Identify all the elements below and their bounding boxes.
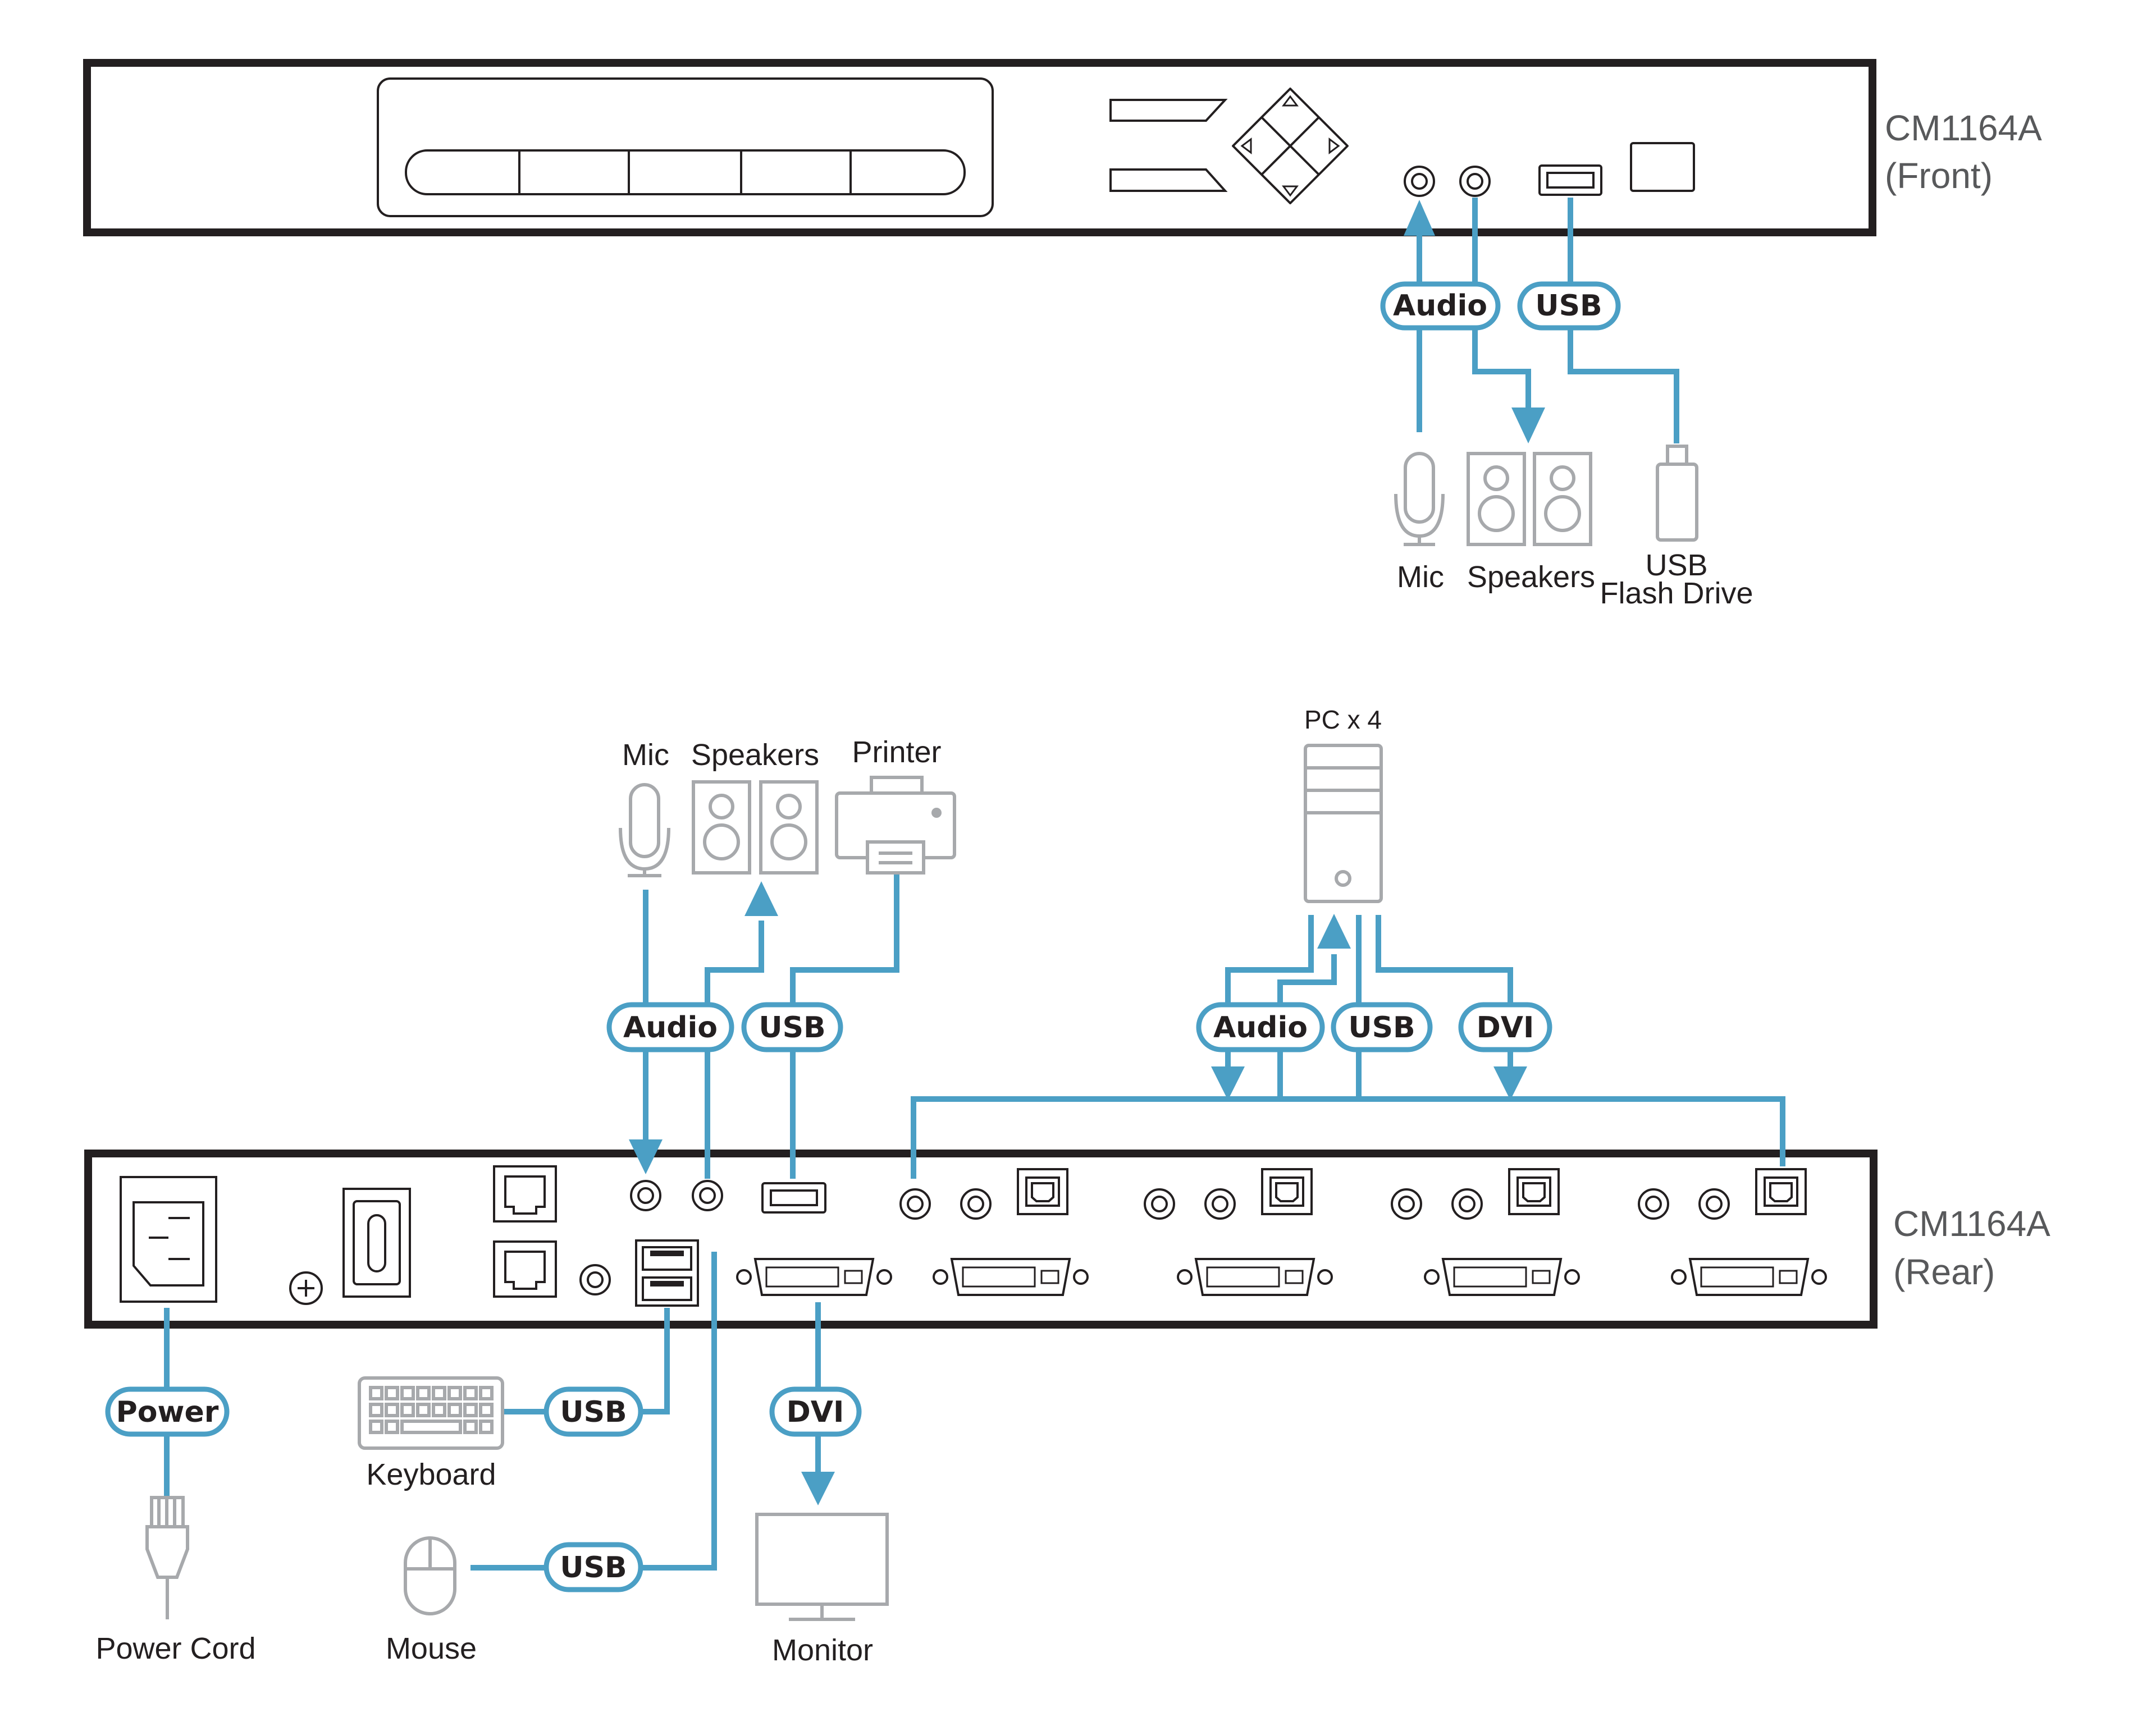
rear-unit-model: CM1164A [1893, 1203, 2050, 1244]
front-flash-drive-label-2: Flash Drive [1600, 576, 1753, 610]
keyboard-label: Keyboard [366, 1458, 496, 1491]
monitor-label: Monitor [772, 1633, 873, 1667]
rear-unit-view: (Rear) [1893, 1252, 1995, 1292]
printer-label: Printer [852, 735, 941, 769]
pc-audio-cable-label: Audio [1196, 1002, 1325, 1052]
pc-label: PC x 4 [1304, 705, 1382, 734]
rear-audio-cable-label: Audio [606, 1002, 734, 1052]
svg-text:USB: USB [560, 1395, 627, 1429]
front-unit-model: CM1164A [1885, 108, 2042, 148]
svg-text:Power: Power [116, 1395, 219, 1429]
svg-text:DVI: DVI [787, 1395, 844, 1429]
pc-usb-cable-label: USB [1331, 1002, 1433, 1052]
keyboard-usb-cable-label: USB [543, 1386, 643, 1437]
keyboard-icon [358, 1376, 504, 1450]
rear-mic-label: Mic [622, 738, 669, 772]
svg-text:DVI: DVI [1477, 1011, 1534, 1045]
rear-speakers-label: Speakers [691, 738, 819, 772]
printer-icon [835, 776, 956, 875]
rear-usb-cable-label: USB [741, 1002, 843, 1052]
power-cord-label: Power Cord [95, 1632, 255, 1665]
svg-text:Audio: Audio [623, 1011, 718, 1045]
usb-flash-drive-icon [1656, 445, 1698, 542]
svg-text:USB: USB [560, 1551, 627, 1585]
mic-icon [1394, 452, 1445, 546]
mouse-icon [404, 1536, 456, 1615]
front-mic-label: Mic [1397, 560, 1444, 594]
pc-port-group-3 [1391, 1168, 1580, 1296]
pc-port-groups [899, 1168, 1827, 1296]
pc-dvi-cable-label: DVI [1458, 1002, 1552, 1052]
mouse-label: Mouse [386, 1632, 477, 1665]
speakers-icon [1467, 452, 1592, 546]
front-usb-cable-label: USB [1517, 281, 1621, 331]
pc-port-group-4 [1638, 1168, 1827, 1296]
monitor-icon [755, 1513, 889, 1621]
front-speakers-label: Speakers [1467, 560, 1595, 594]
console-dvi-port [736, 1258, 892, 1296]
rear-speakers-icon [692, 780, 819, 875]
svg-text:Audio: Audio [1213, 1011, 1308, 1045]
monitor-dvi-cable-label: DVI [769, 1386, 862, 1437]
power-cord-icon [145, 1496, 189, 1619]
svg-text:Audio: Audio [1393, 289, 1487, 323]
pc-port-group-1 [899, 1168, 1089, 1296]
front-unit-view: (Front) [1885, 155, 1993, 196]
mouse-usb-cable-label: USB [543, 1542, 643, 1592]
rear-mic-icon [619, 783, 670, 877]
pc-port-group-2 [1144, 1168, 1333, 1296]
front-flash-drive-label-1: USB [1645, 548, 1707, 582]
power-cable-label: Power [105, 1386, 230, 1437]
pc-tower-icon [1304, 744, 1383, 903]
front-panel [83, 59, 1876, 236]
rear-panel [84, 1150, 1878, 1329]
front-audio-cable-label: Audio [1380, 281, 1501, 331]
svg-text:USB: USB [1535, 289, 1602, 323]
svg-text:USB: USB [1348, 1011, 1415, 1045]
svg-text:USB: USB [759, 1011, 825, 1045]
navigation-pad-icon [1232, 88, 1349, 204]
